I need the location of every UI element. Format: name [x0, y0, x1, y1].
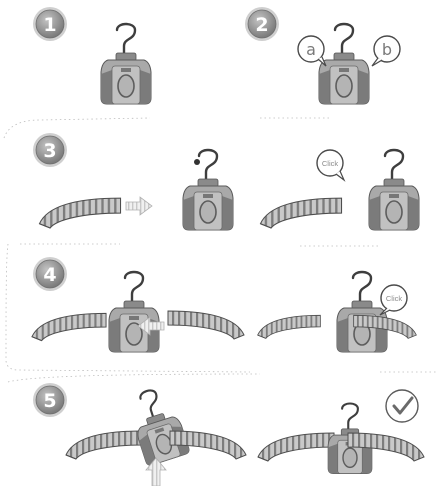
step-5: 5 [33, 382, 425, 486]
step-5-number: 5 [43, 390, 56, 412]
bubble-label-a: a [306, 40, 316, 59]
step-4-badge: 4 [33, 257, 67, 291]
speech-bubble-icon: Click [316, 149, 346, 182]
step-2-badge: 2 [245, 7, 279, 41]
step-4: 4 Click [31, 257, 417, 354]
step-4-number: 4 [43, 264, 56, 286]
click-label: Click [386, 294, 402, 303]
speech-bubble-icon: Click [379, 284, 408, 316]
step-1: 1 [33, 7, 153, 106]
hanger-device-icon [335, 270, 389, 354]
hanger-device-icon [317, 22, 371, 106]
arrow-icon [145, 457, 167, 486]
arm-icon [167, 310, 245, 340]
bubble-label-b: b [382, 40, 392, 59]
click-label: Click [322, 159, 338, 168]
arm-icon [259, 197, 343, 229]
speech-bubble-icon: a [297, 35, 327, 67]
step-1-number: 1 [43, 14, 56, 36]
arm-icon [65, 430, 143, 460]
arm-icon [31, 312, 107, 342]
hanger-device-icon [181, 148, 235, 232]
speech-bubble-icon: b [371, 35, 401, 67]
arm-icon [257, 432, 335, 462]
hanger-device-icon [99, 22, 153, 106]
step-3-badge: 3 [33, 133, 67, 167]
hanger-device-icon [124, 382, 192, 468]
step-3: 3 Click [33, 133, 421, 232]
step-2: 2 a b [245, 7, 401, 106]
arrow-icon [125, 196, 153, 216]
checkmark-icon [385, 389, 419, 423]
arrow-icon [137, 316, 165, 336]
step-5-badge: 5 [33, 383, 67, 417]
arm-icon [38, 197, 122, 229]
panel-dividers [3, 117, 436, 383]
step-1-badge: 1 [33, 7, 67, 41]
arm-icon [257, 314, 321, 339]
hanger-device-icon [367, 148, 421, 232]
hanger-device-icon [107, 270, 161, 354]
step-2-number: 2 [255, 14, 268, 36]
step-3-number: 3 [43, 140, 56, 162]
